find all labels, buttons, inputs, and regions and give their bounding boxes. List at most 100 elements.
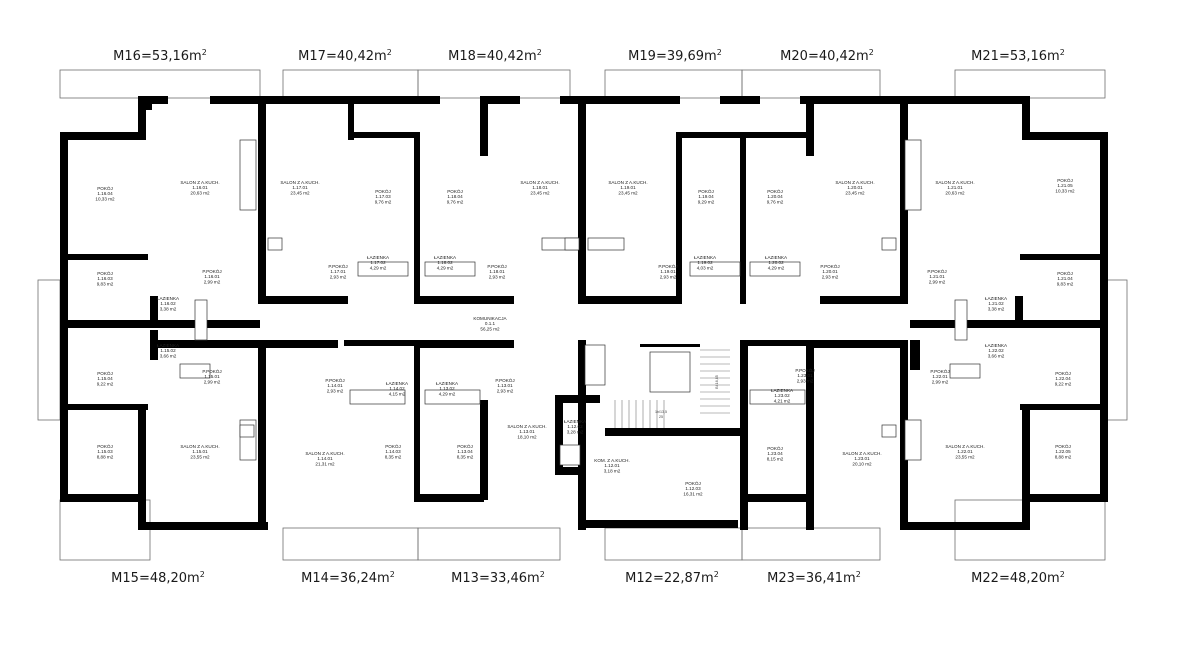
room-label-line: 3,66 m2 (988, 353, 1005, 358)
room-label-line: P.POKÓJ (930, 368, 949, 374)
room-label-line: P.POKÓJ (487, 263, 506, 269)
room-label-line: 1.14.03 (385, 449, 401, 454)
unit-top-4: M20=40,42m2 (780, 48, 874, 64)
room-label-line: ŁAZIENKA (985, 296, 1008, 301)
room-label-line: 1.14.02 (389, 386, 405, 391)
room-label-line: 9,76 m2 (447, 199, 464, 204)
room-label-line: 23,45 m2 (845, 190, 865, 195)
room-label-line: 8,35 m2 (457, 454, 474, 459)
room-label-line: POKÓJ (1055, 370, 1071, 376)
room-label-line: 8,15 m2 (767, 456, 784, 461)
fixtures (179, 139, 981, 466)
room-label-line: 4,03 m2 (697, 265, 714, 270)
room-label-line: 1.23.01 (854, 456, 870, 461)
room-label-line: POKÓJ (767, 188, 783, 194)
room-label-line: P.POKÓJ (495, 377, 514, 383)
room-label-line: 1.19.02 (697, 260, 713, 265)
room-label-line: 1.16.02 (160, 301, 176, 306)
room-label-line: 1.20.02 (768, 260, 784, 265)
room-label-line: 1.14.01 (317, 456, 333, 461)
room-label-line: ŁAZIENKA (985, 343, 1008, 348)
room-label-line: 1.22.01 (932, 374, 948, 379)
stair-label-1: 1b/13,5 (655, 410, 667, 414)
room-label-line: 2,93 m2 (797, 378, 814, 383)
room-label-line: 1.13.01 (497, 383, 513, 388)
room-label-line: P.POKÓJ (325, 377, 344, 383)
room-label-line: 1.18.04 (447, 194, 463, 199)
room-label-line: 9,76 m2 (375, 199, 392, 204)
room-label-line: POKÓJ (97, 443, 113, 449)
room-label-line: SALON Z A.KUCH. (945, 444, 984, 449)
room-label-line: 20,63 m2 (945, 190, 965, 195)
room-label-line: 8,88 m2 (97, 454, 114, 459)
room-label-line: 1.19.04 (698, 194, 714, 199)
room-label-line: 1.18.01 (532, 185, 548, 190)
room-label-line: 1.18.02 (437, 260, 453, 265)
room-label-line: 1.16.01 (192, 185, 208, 190)
room-label-line: SALON Z A.KUCH. (608, 180, 647, 185)
room-label-line: 1.22.01 (957, 449, 973, 454)
unit-top-3: M19=39,69m2 (628, 48, 722, 64)
room-label-line: POKÓJ (698, 188, 714, 194)
room-label-line: 1.13.02 (439, 386, 455, 391)
room-label-line: 9,29 m2 (698, 199, 715, 204)
room-label-line: POKÓJ (97, 270, 113, 276)
room-label-line: POKÓJ (375, 188, 391, 194)
room-label-line: ŁAZIENKA (765, 255, 788, 260)
room-label-line: 1.23.02 (774, 393, 790, 398)
room-label-line: 1.17.01 (292, 185, 308, 190)
room-label-line: 56,25 m2 (480, 326, 500, 331)
room-label-line: 1.12.01 (604, 463, 620, 468)
room-label-line: 1.15.02 (160, 348, 176, 353)
room-label-line: 8,88 m2 (1055, 454, 1072, 459)
room-label-line: 1.13.04 (457, 449, 473, 454)
room-label-line: 23,45 m2 (530, 190, 550, 195)
room-label-line: 2,99 m2 (929, 279, 946, 284)
room-label-line: 8,35 m2 (385, 454, 402, 459)
room-label-line: 2,99 m2 (932, 379, 949, 384)
room-label-line: 3,66 m2 (160, 353, 177, 358)
room-label-line: ŁAZIENKA (157, 296, 180, 301)
room-label-line: SALON Z A.KUCH. (180, 180, 219, 185)
room-label-line: 0.1.1 (485, 321, 496, 326)
room-label-line: 2,93 m2 (497, 388, 514, 393)
room-label-line: ŁAZIENKA (386, 381, 409, 386)
room-label-line: 9,83 m2 (97, 281, 114, 286)
room-label-line: P.POKÓJ (927, 268, 946, 274)
room-label-line: 1.15.01 (204, 374, 220, 379)
room-label-line: ŁAZIENKA (367, 255, 390, 260)
room-label-line: ŁAZIENKA (434, 255, 457, 260)
unit-bottom-0: M15=48,20m2 (111, 570, 205, 586)
room-label-line: SALON Z A.KUCH. (280, 180, 319, 185)
unit-bottom-4: M23=36,41m2 (767, 570, 861, 586)
room-label-line: 21,31 m2 (315, 461, 335, 466)
room-label-line: P.POKÓJ (202, 368, 221, 374)
room-label-line: ŁAZIENKA (157, 343, 180, 348)
room-label-line: POKÓJ (447, 188, 463, 194)
room-label-line: ŁAZIENKA (694, 255, 717, 260)
room-label-line: 1.15.04 (97, 376, 113, 381)
room-label-line: 1.14.01 (327, 383, 343, 388)
room-label-line: 1.20.01 (822, 269, 838, 274)
stair (614, 349, 730, 428)
